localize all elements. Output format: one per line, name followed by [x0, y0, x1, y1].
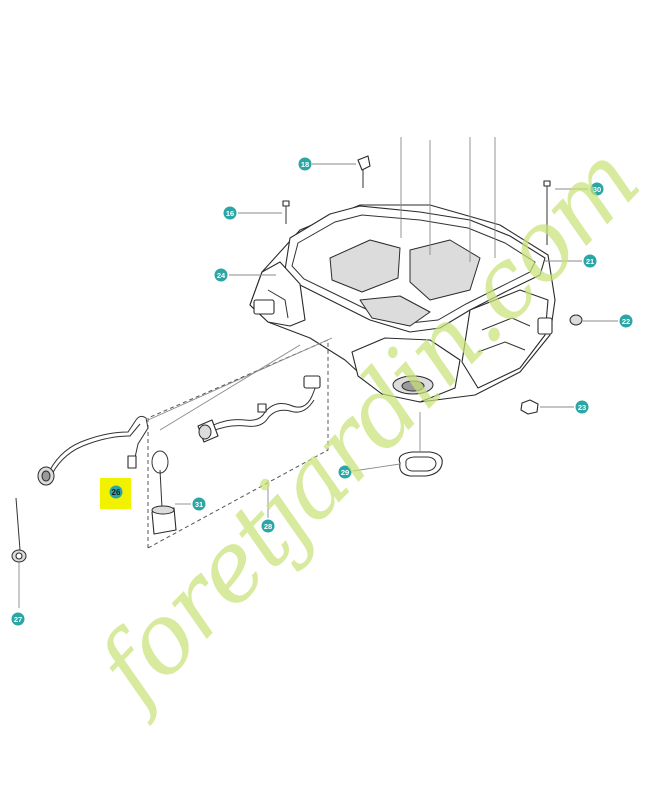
- callout-22[interactable]: 22: [619, 314, 633, 328]
- callout-18[interactable]: 18: [298, 157, 312, 171]
- chassis-body: [249, 137, 556, 403]
- clip-18: [357, 155, 371, 188]
- svg-text:22: 22: [622, 317, 630, 326]
- svg-text:31: 31: [195, 500, 203, 509]
- svg-text:30: 30: [593, 185, 601, 194]
- screw-30: [543, 180, 551, 245]
- callout-26-highlighted[interactable]: 26: [100, 478, 131, 509]
- callout-29[interactable]: 29: [338, 465, 352, 479]
- svg-text:18: 18: [301, 160, 309, 169]
- callout-21[interactable]: 21: [583, 254, 597, 268]
- svg-text:21: 21: [586, 257, 594, 266]
- svg-text:27: 27: [14, 615, 22, 624]
- svg-text:16: 16: [226, 209, 234, 218]
- rod-27: [11, 497, 27, 608]
- cable-26: [37, 337, 333, 486]
- cap-22: [569, 314, 583, 326]
- callout-31[interactable]: 31: [192, 497, 206, 511]
- cap-31: [151, 450, 177, 535]
- callout-23[interactable]: 23: [575, 400, 589, 414]
- svg-text:29: 29: [341, 468, 349, 477]
- callout-16[interactable]: 16: [223, 206, 237, 220]
- cable-harness: [197, 375, 321, 443]
- gasket-29: [398, 412, 443, 477]
- screw-16: [282, 200, 290, 224]
- nut-23: [520, 399, 539, 415]
- svg-text:24: 24: [217, 271, 226, 280]
- svg-text:28: 28: [264, 522, 272, 531]
- callout-27[interactable]: 27: [11, 612, 25, 626]
- callout-24[interactable]: 24: [214, 268, 228, 282]
- svg-text:26: 26: [112, 488, 121, 497]
- svg-text:23: 23: [578, 403, 586, 412]
- callout-30[interactable]: 30: [590, 182, 604, 196]
- callout-28[interactable]: 28: [261, 519, 275, 533]
